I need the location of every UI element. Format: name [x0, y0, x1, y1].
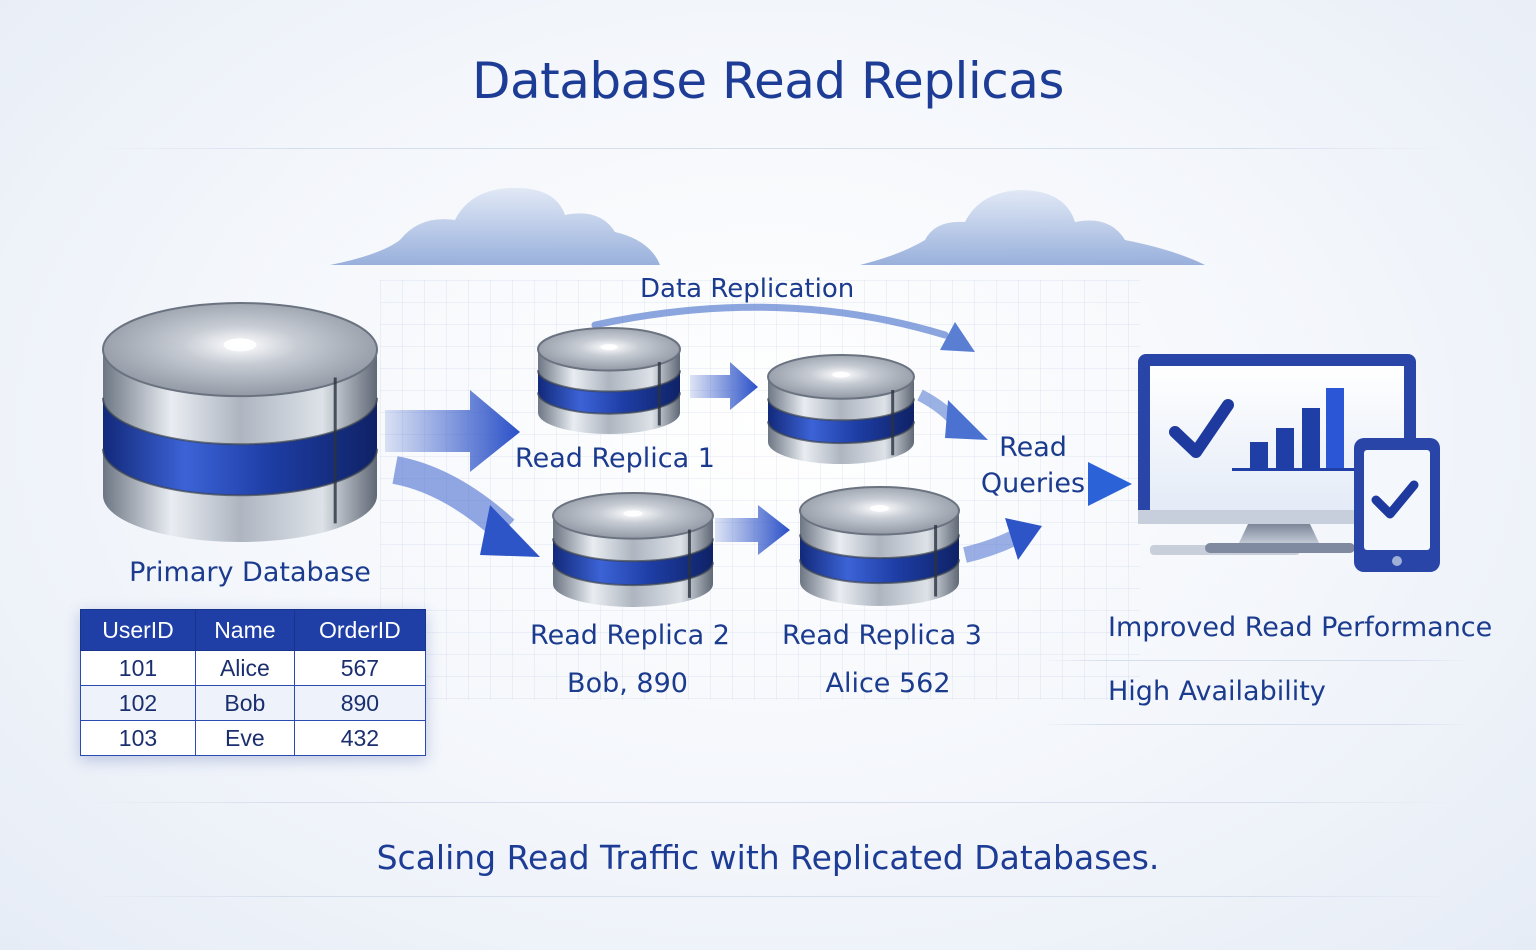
- footer-divider-bottom: [80, 896, 1460, 897]
- read-queries-label: Read Queries: [978, 430, 1088, 502]
- read-queries-line-1: Read: [999, 432, 1067, 463]
- table-cell: 890: [293, 685, 427, 721]
- cloud-icon: [330, 187, 660, 265]
- read-queries-line-2: Queries: [980, 468, 1086, 499]
- replica-1-label: Read Replica 1: [515, 443, 715, 474]
- primary-database-icon: [102, 302, 378, 542]
- footer-divider: [80, 802, 1460, 803]
- data-replication-label: Data Replication: [640, 274, 855, 304]
- arrow-queries-to-devices: [1088, 462, 1132, 506]
- benefit-high-availability: High Availability: [1108, 676, 1326, 707]
- replica-3-icon: [799, 486, 960, 606]
- monitor-chart-icon: [1138, 354, 1416, 555]
- page-title: Database Read Replicas: [472, 52, 1064, 110]
- background-grid: [380, 280, 1140, 700]
- replica-2-label: Read Replica 2: [530, 620, 730, 651]
- primary-data-table: UserID Name OrderID 101 Alice 567 102 Bo…: [80, 609, 427, 756]
- table-cell: 102: [80, 685, 196, 721]
- replica-sync-icon: [767, 354, 915, 464]
- table-row: 101 Alice 567: [80, 650, 427, 686]
- benefit-divider: [1040, 660, 1470, 661]
- replica-2-sample-row: Bob, 890: [567, 668, 688, 699]
- table-row: 103 Eve 432: [80, 720, 427, 756]
- table-cell: 432: [293, 720, 427, 756]
- arrow-primary-to-replica-2: [392, 456, 540, 557]
- table-cell: 103: [80, 720, 196, 756]
- arrow-sync-to-queries: [917, 389, 988, 440]
- table-cell: Alice: [194, 650, 295, 686]
- replica-2-icon: [552, 492, 714, 607]
- table-row: 102 Bob 890: [80, 685, 427, 721]
- replica-3-sample-row: Alice 562: [825, 668, 951, 699]
- replica-3-label: Read Replica 3: [782, 620, 982, 651]
- tablet-check-icon: [1354, 438, 1440, 572]
- table-cell: Bob: [194, 685, 295, 721]
- column-header: Name: [194, 609, 295, 651]
- column-header: OrderID: [293, 609, 427, 651]
- table-cell: Eve: [194, 720, 295, 756]
- table-cell: 567: [293, 650, 427, 686]
- replication-arrow: [591, 303, 975, 352]
- benefit-improved-read-performance: Improved Read Performance: [1108, 612, 1493, 643]
- cloud-icon: [860, 190, 1205, 265]
- replica-1-icon: [537, 327, 681, 434]
- arrow-replica-1-to-sync: [690, 362, 758, 410]
- table-header-row: UserID Name OrderID: [80, 609, 427, 651]
- arrow-replica-2-to-3: [715, 505, 790, 555]
- arrow-replica-3-to-queries: [963, 518, 1042, 563]
- arrow-primary-to-replica-1: [385, 390, 520, 472]
- benefit-divider: [1040, 724, 1470, 725]
- column-header: UserID: [80, 609, 196, 651]
- table-cell: 101: [80, 650, 196, 686]
- page-subtitle: Scaling Read Traffic with Replicated Dat…: [376, 838, 1160, 877]
- title-divider: [90, 148, 1450, 149]
- primary-database-label: Primary Database: [129, 557, 371, 588]
